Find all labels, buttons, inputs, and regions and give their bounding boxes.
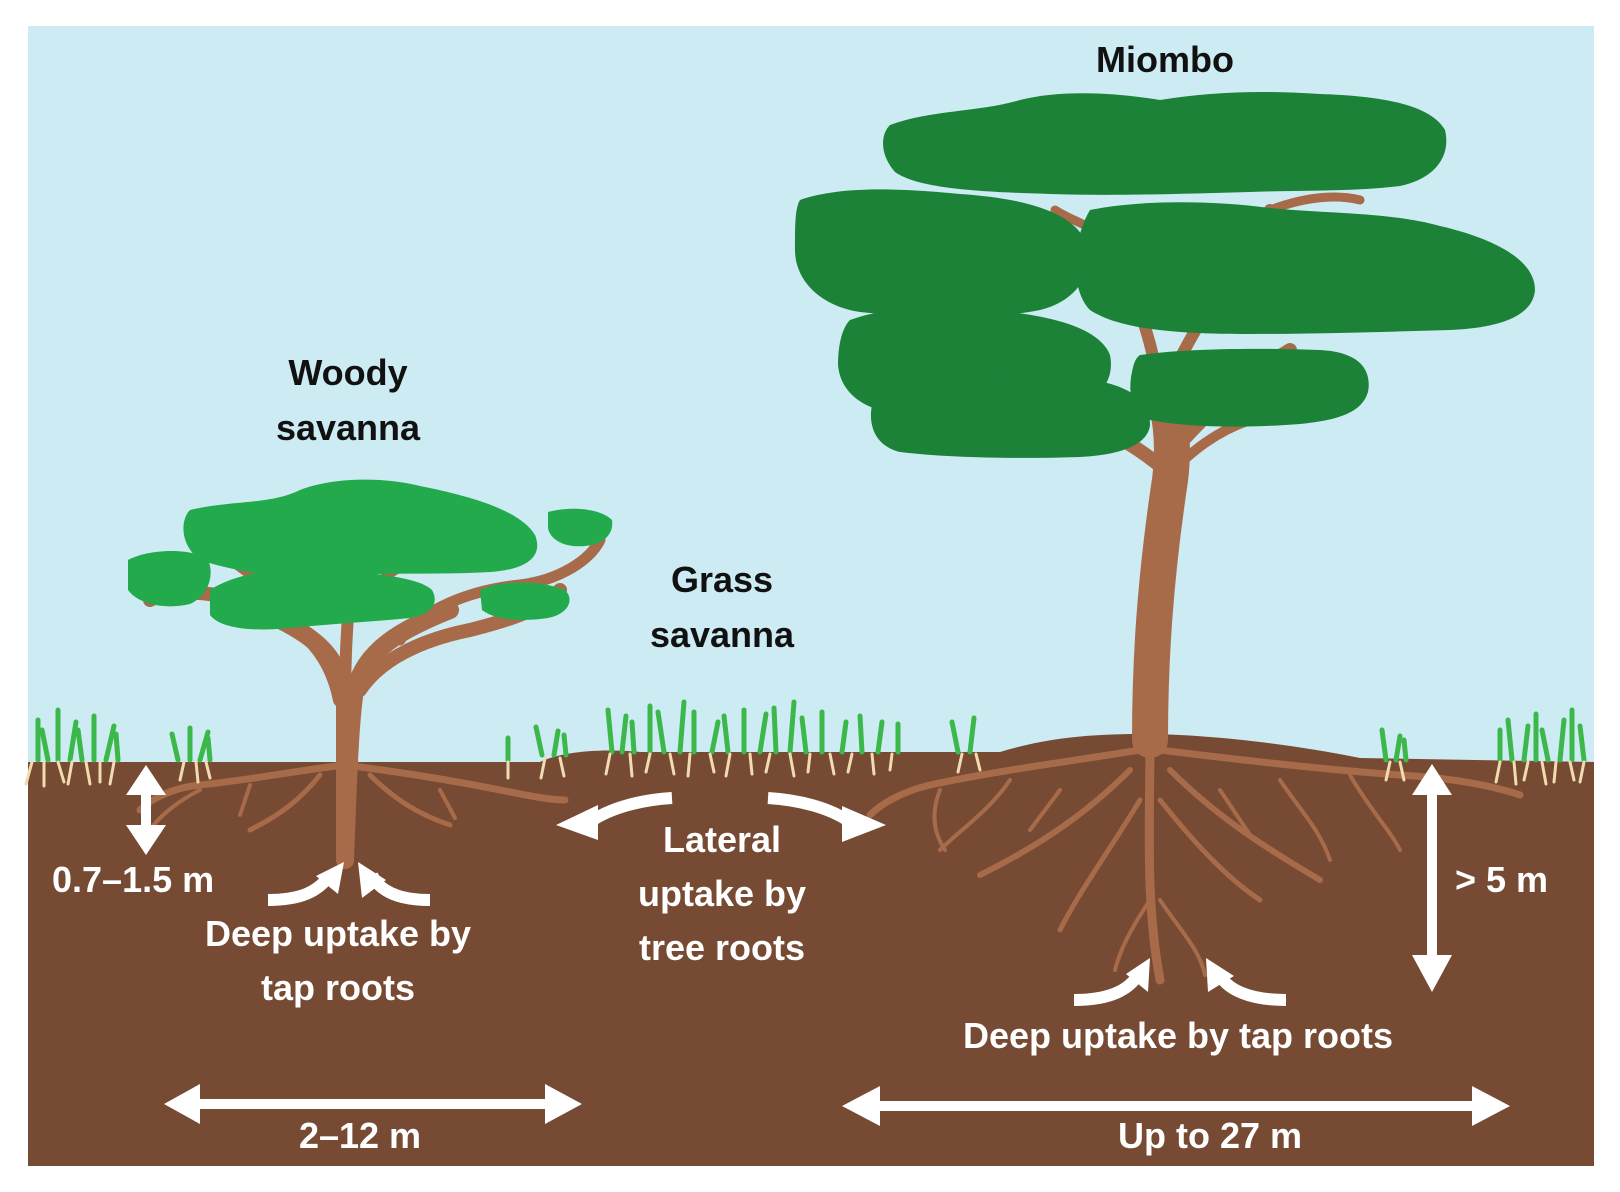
woody-uptake-arrows xyxy=(267,862,431,906)
grass-cluster-far-right xyxy=(1494,707,1587,786)
miombo-tree-roots xyxy=(866,733,1524,985)
grass-cluster-right-1 xyxy=(1379,727,1409,782)
grass-cluster-far-left xyxy=(24,707,121,788)
lateral-uptake-arrows xyxy=(556,792,886,842)
woody-savanna-label-line2: savanna xyxy=(276,407,421,448)
grass-cluster-left-2 xyxy=(169,725,213,784)
labels: Miombo Woody savanna Grass savanna 0.7–1… xyxy=(52,39,1548,1156)
woody-uptake-label-line2: tap roots xyxy=(261,967,415,1008)
grass-tufts xyxy=(24,699,1587,788)
lateral-uptake-label-line3: tree roots xyxy=(639,927,805,968)
woody-uptake-label-line1: Deep uptake by xyxy=(205,913,471,954)
miombo-tree xyxy=(795,92,1535,985)
miombo-depth-arrow xyxy=(1412,764,1452,992)
woody-tree-roots xyxy=(136,761,569,864)
miombo-uptake-arrows xyxy=(1073,958,1287,1006)
woody-savanna-label-line1: Woody xyxy=(288,352,407,393)
lateral-uptake-label-line1: Lateral xyxy=(663,819,781,860)
soil xyxy=(28,734,1594,1166)
woody-depth-label: 0.7–1.5 m xyxy=(52,859,214,900)
woody-spread-label: 2–12 m xyxy=(299,1115,421,1156)
grass-cluster-center xyxy=(505,699,982,780)
woody-depth-arrow xyxy=(126,765,166,855)
lateral-uptake-label-line2: uptake by xyxy=(638,873,806,914)
miombo-spread-label: Up to 27 m xyxy=(1118,1115,1302,1156)
miombo-tree-canopy xyxy=(795,92,1535,458)
woody-savanna-tree xyxy=(128,479,613,869)
grass-savanna-label-line2: savanna xyxy=(650,614,795,655)
miombo-uptake-label: Deep uptake by tap roots xyxy=(963,1015,1393,1056)
woody-tree-canopy xyxy=(128,479,613,630)
miombo-depth-label: > 5 m xyxy=(1455,859,1548,900)
grass-savanna-label-line1: Grass xyxy=(671,559,773,600)
dimension-arrows xyxy=(126,764,1510,1126)
miombo-spread-arrow xyxy=(842,1086,1510,1126)
woody-spread-arrow xyxy=(164,1084,582,1124)
miombo-label: Miombo xyxy=(1096,39,1234,80)
